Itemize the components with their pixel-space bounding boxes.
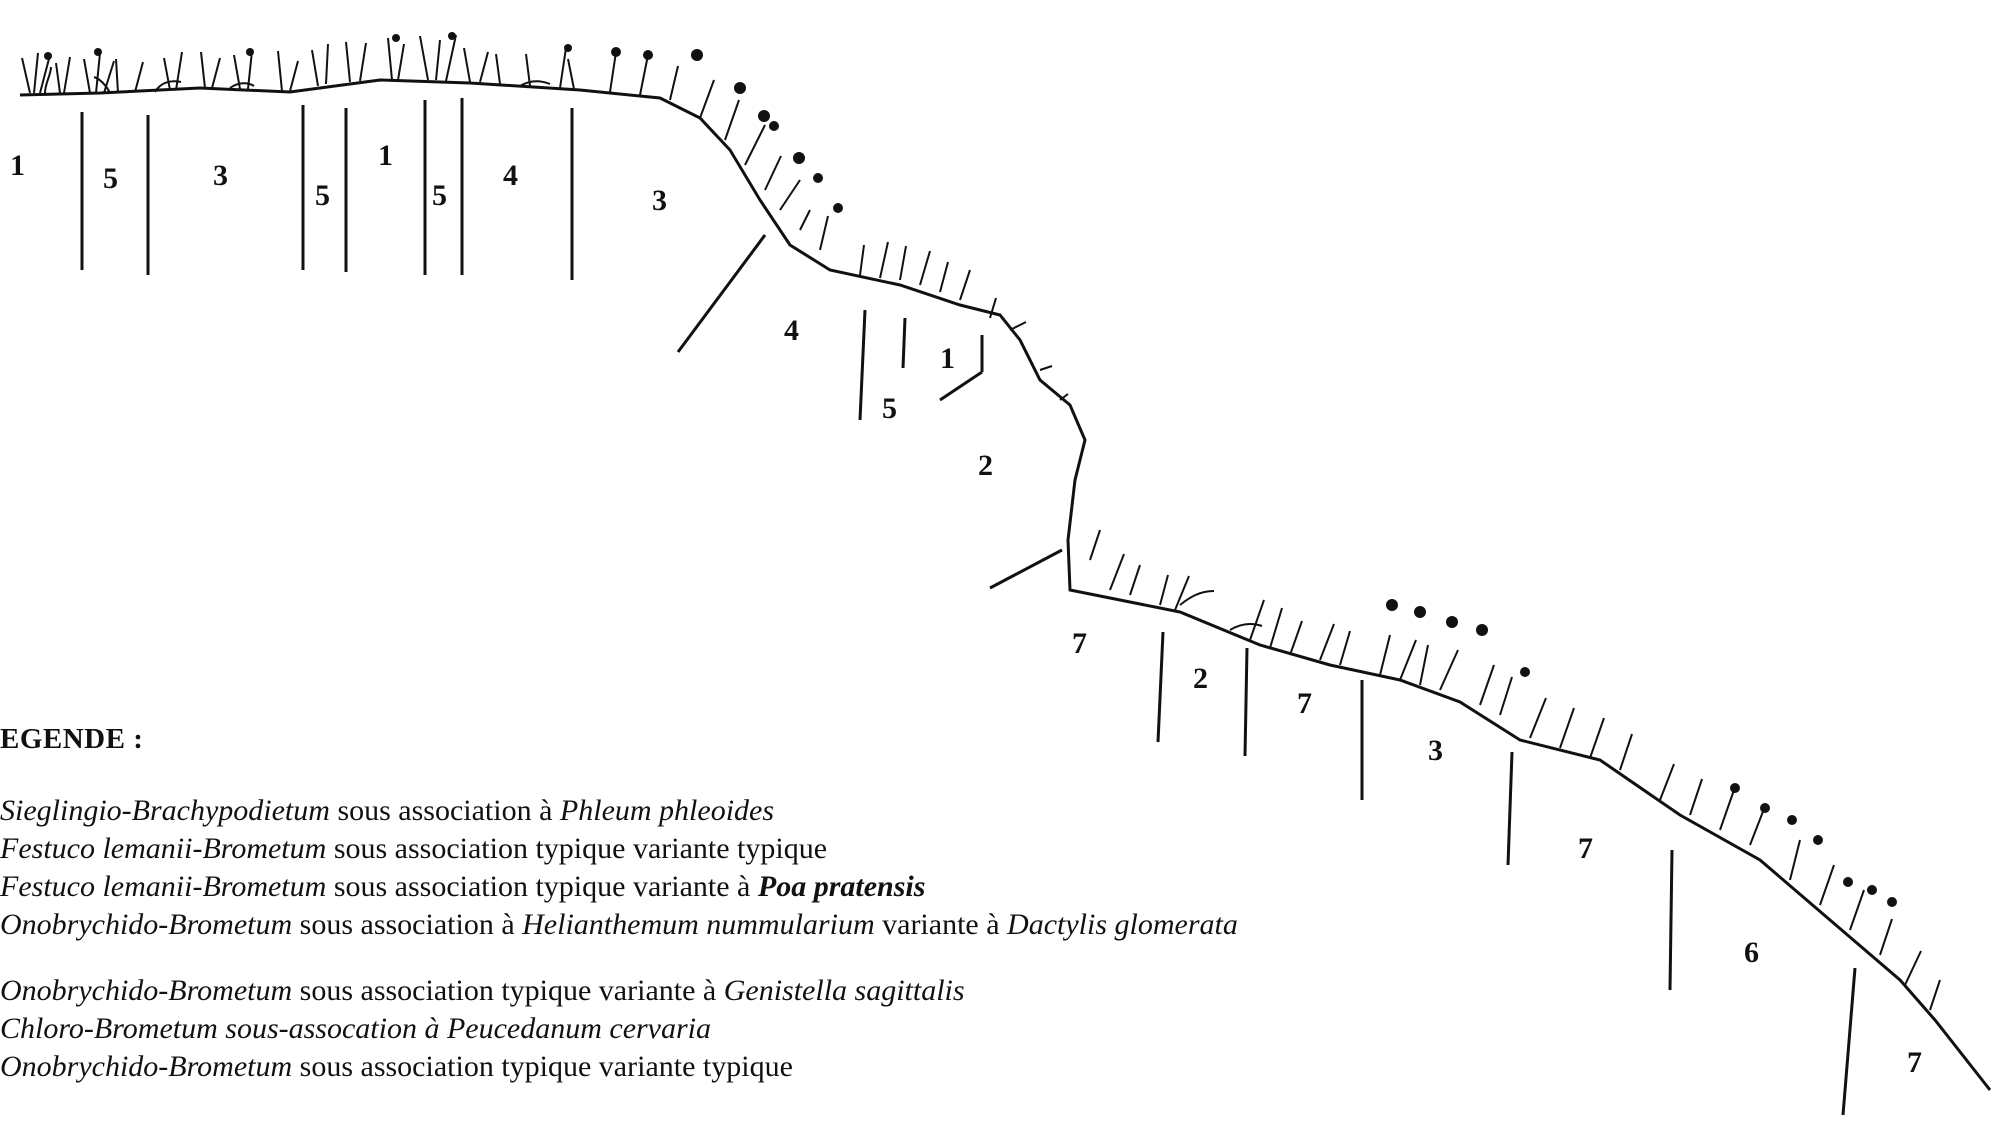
legend-item-species: Poa pratensis (758, 870, 926, 903)
zone-label: 1 (378, 139, 393, 172)
legend-item-association: Sieglingio-Brachypodietum (0, 794, 330, 827)
legend-item-text: sous association typique variante à (292, 974, 724, 1007)
zone-label: 2 (1193, 662, 1208, 695)
zone-label: 7 (1578, 832, 1593, 865)
zone-label: 4 (503, 159, 518, 192)
legend-item-association: Festuco lemanii-Brometum (0, 870, 326, 903)
legend-item-text: sous association à (292, 908, 522, 941)
legend-item-text: sous association typique variante typiqu… (326, 832, 827, 865)
legend-item-association: Onobrychido-Brometum (0, 974, 292, 1007)
legend-item: Sieglingio-Brachypodietum sous associati… (0, 792, 1400, 830)
zone-label: 3 (1428, 734, 1443, 767)
legend-item: Festuco lemanii-Brometum sous associatio… (0, 830, 1400, 868)
legend: EGENDE : Sieglingio-Brachypodietum sous … (0, 720, 1400, 1086)
legend-item: Chloro-Brometum sous-assocation à Peuced… (0, 1010, 1400, 1048)
legend-item-association: Chloro-Brometum sous-assocation à Peuced… (0, 1012, 711, 1045)
legend-item-species: Phleum phleoides (560, 794, 774, 827)
legend-item-association: Festuco lemanii-Brometum (0, 832, 326, 865)
zone-label: 7 (1907, 1046, 1922, 1079)
legend-item-species: Dactylis glomerata (1007, 908, 1238, 941)
zone-label: 7 (1072, 627, 1087, 660)
zone-label: 5 (103, 162, 118, 195)
zone-label: 1 (10, 149, 25, 182)
legend-item: Onobrychido-Brometum sous association ty… (0, 1048, 1400, 1086)
legend-item-text: sous association typique variante typiqu… (292, 1050, 793, 1083)
zone-label: 5 (882, 392, 897, 425)
legend-item: Festuco lemanii-Brometum sous associatio… (0, 868, 1400, 906)
zone-label: 6 (1744, 936, 1759, 969)
zone-label: 1 (940, 342, 955, 375)
legend-item-association: Onobrychido-Brometum (0, 1050, 292, 1083)
legend-item-text: sous association typique variante à (326, 870, 758, 903)
zone-label: 5 (315, 179, 330, 212)
legend-item: Onobrychido-Brometum sous association ty… (0, 972, 1400, 1010)
legend-item-association: Onobrychido-Brometum (0, 908, 292, 941)
legend-item-text: sous association à (330, 794, 560, 827)
legend-item-text: variante à (875, 908, 1007, 941)
legend-title: EGENDE : (0, 720, 1400, 758)
zone-label: 7 (1297, 687, 1312, 720)
zone-label: 3 (652, 184, 667, 217)
legend-item-species: Helianthemum nummularium (522, 908, 874, 941)
zone-label: 3 (213, 159, 228, 192)
legend-item: Onobrychido-Brometum sous association à … (0, 906, 1400, 944)
zone-label: 4 (784, 314, 799, 347)
legend-item-species: Genistella sagittalis (724, 974, 965, 1007)
zone-label: 5 (432, 179, 447, 212)
zone-label: 2 (978, 449, 993, 482)
